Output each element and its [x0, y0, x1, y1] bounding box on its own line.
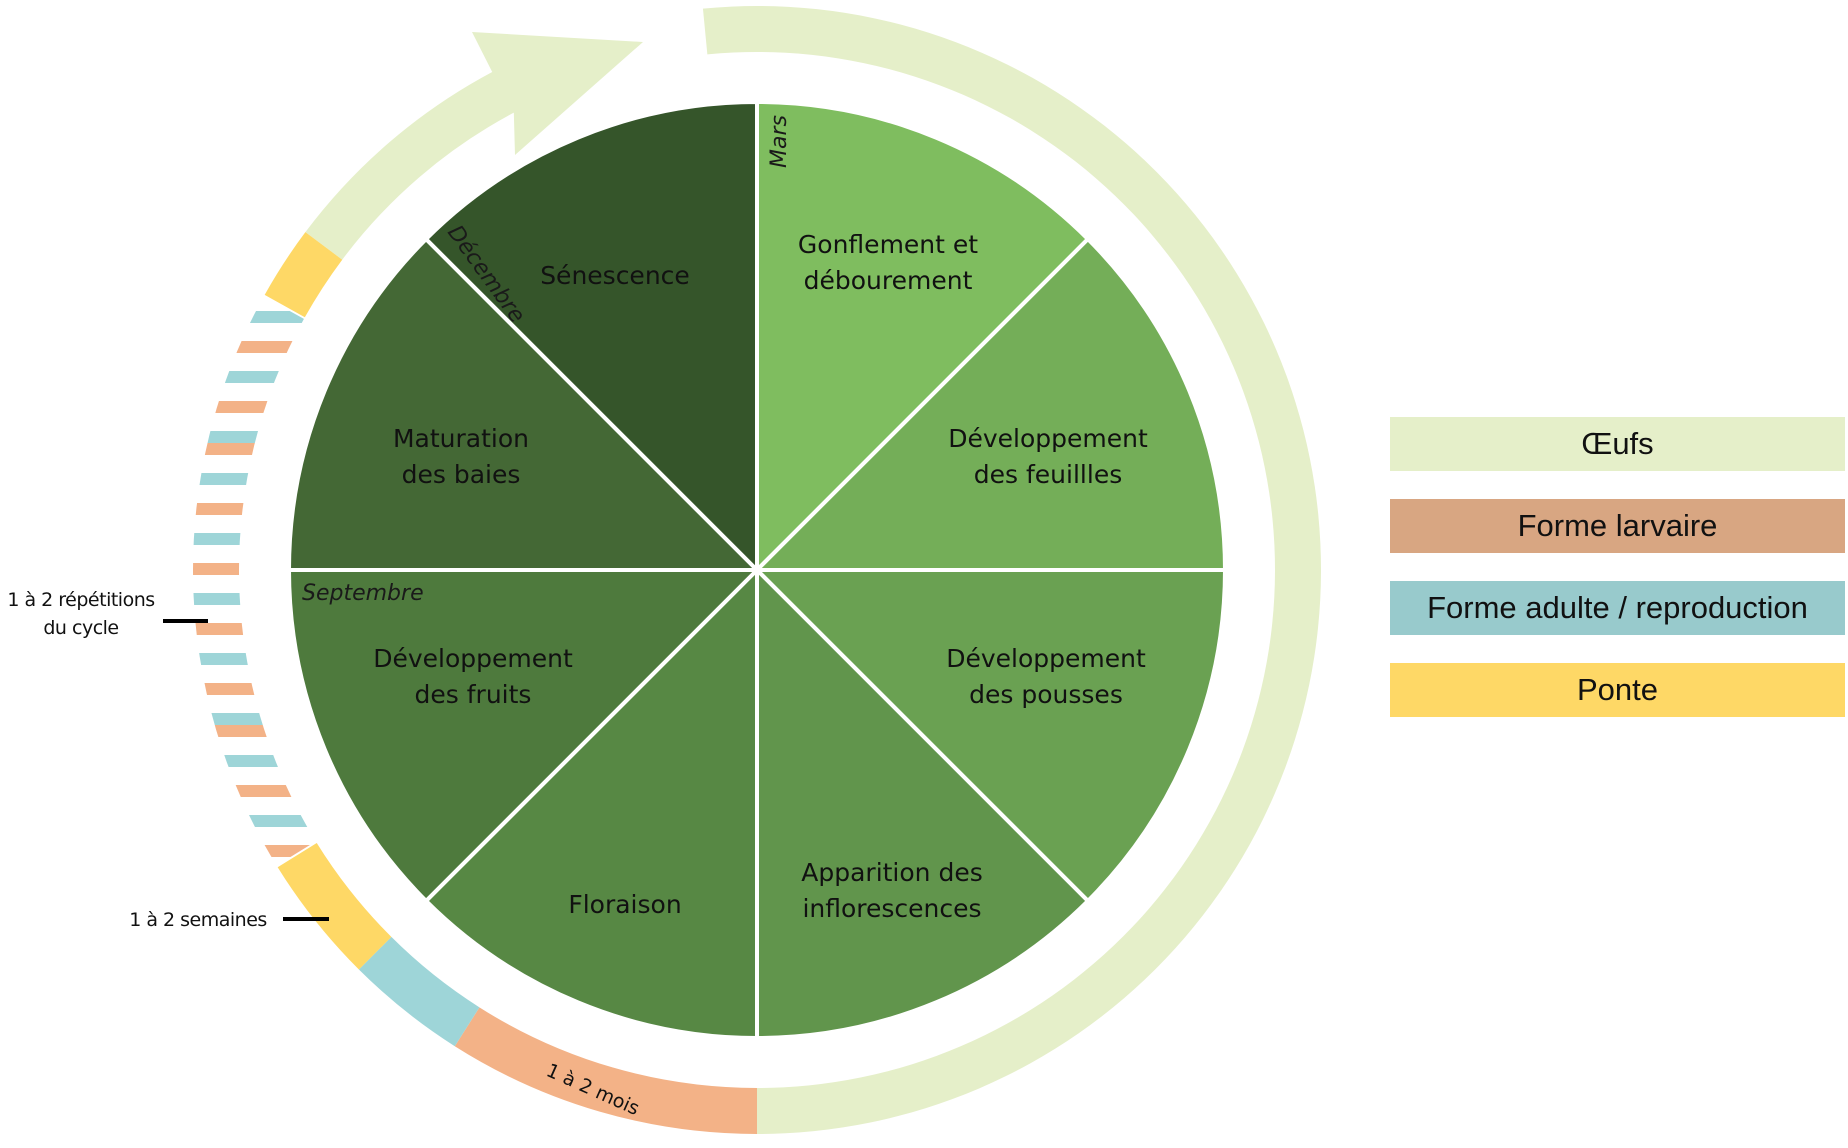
month-label-mars: Mars: [767, 115, 792, 168]
wheel-segment-label-line: débourement: [804, 266, 973, 295]
legend-label-eggs: Œufs: [1581, 426, 1654, 461]
wheel-segment: [755, 568, 1227, 903]
ring-eggs-arrow: [305, 32, 643, 260]
wheel-segment-label-line: Développement: [948, 424, 1148, 453]
weeks-duration-label: 1 à 2 semaines: [129, 909, 267, 931]
legend-item-adult: Forme adulte / reproduction: [1390, 581, 1845, 635]
legend-label-adult: Forme adulte / reproduction: [1427, 590, 1808, 625]
wheel-segment-label: Sénescence: [540, 261, 690, 290]
legend-item-laying: Ponte: [1390, 663, 1845, 717]
ring-laying-arc-lower: [277, 842, 392, 970]
wheel-segment-label: Floraison: [568, 890, 681, 919]
wheel-segment-label-line: Gonflement et: [798, 230, 978, 259]
wheel-segment: [424, 568, 759, 1040]
cycle-repeats-label-line1: 1 à 2 répétitions: [7, 589, 154, 611]
wheel-segment-label-line: des feuillles: [974, 460, 1122, 489]
legend-item-larva: Forme larvaire: [1390, 499, 1845, 553]
wheel-segment-label-line: Maturation: [393, 424, 529, 453]
wheel-segment-label-line: Floraison: [568, 890, 681, 919]
wheel-segment-label: Développement des fruits: [373, 644, 573, 709]
wheel-segment: [424, 100, 759, 572]
wheel-segment-label: Maturation des baies: [393, 424, 529, 489]
wheel-segment-label-line: des pousses: [969, 680, 1123, 709]
legend-label-larva: Forme larvaire: [1517, 508, 1718, 543]
wheel-segment-label-line: inflorescences: [802, 894, 981, 923]
ring-laying-arc-upper: [264, 232, 343, 318]
wheel-segment-label-line: des fruits: [415, 680, 532, 709]
wheel-segment-label: Développement des pousses: [946, 644, 1146, 709]
wheel-segment: [755, 237, 1227, 572]
ring-stripe-larva: [193, 845, 316, 857]
wheel-segment-label: Apparition des inflorescences: [801, 858, 983, 923]
wheel-segment: [287, 237, 759, 572]
wheel-segment-label-line: Développement: [373, 644, 573, 673]
ring-adult-arc: [358, 936, 480, 1047]
wheel-segment-label-line: Sénescence: [540, 261, 690, 290]
wheel-segment: [755, 100, 1090, 572]
wheel-segment: [755, 568, 1090, 1040]
wheel-segment-label: Gonflement et débourement: [798, 230, 978, 295]
wheel-segment-label: Développement des feuillles: [948, 424, 1148, 489]
wheel-segment-label-line: des baies: [402, 460, 521, 489]
legend-item-eggs: Œufs: [1390, 417, 1845, 471]
wheel-segment: [287, 568, 759, 903]
ring-larva-arc: [454, 1007, 757, 1134]
legend-label-laying: Ponte: [1576, 672, 1658, 707]
cycle-repeats-label-line2: du cycle: [43, 617, 118, 639]
wheel-segment-label-line: Développement: [946, 644, 1146, 673]
wheel-segment-label-line: Apparition des: [801, 858, 983, 887]
month-label-septembre: Septembre: [302, 581, 424, 606]
